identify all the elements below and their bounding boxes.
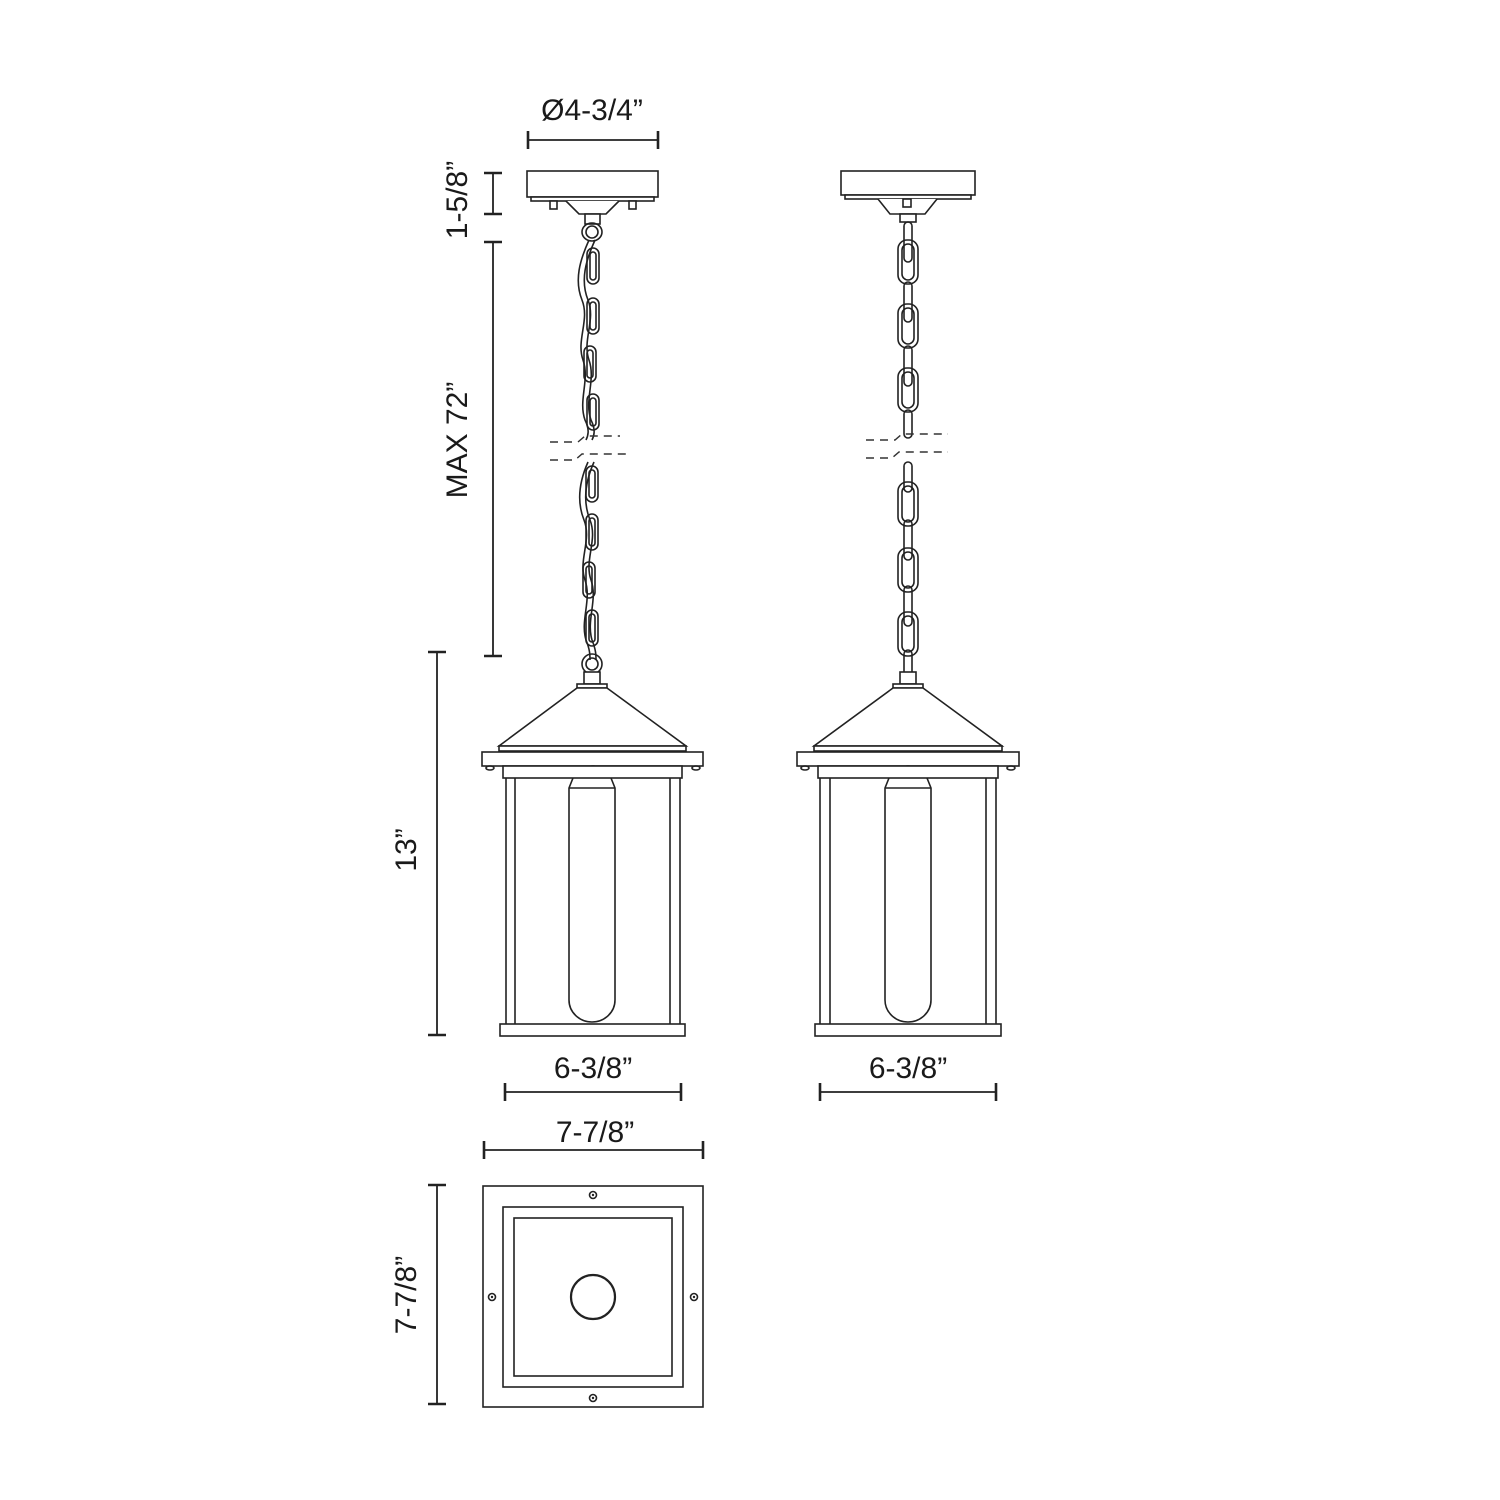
- canopy-diameter-label: Ø4-3/4”: [541, 94, 643, 127]
- front-view: [481, 170, 704, 1037]
- canopy-diameter-dimension: Ø4-3/4”: [526, 94, 660, 149]
- fixture-height-dimension: 13”: [390, 650, 446, 1037]
- chain: [866, 221, 948, 677]
- canopy: [840, 170, 976, 223]
- tube-bulb: [884, 777, 932, 1023]
- hood: [796, 671, 1020, 779]
- hood: [481, 671, 704, 779]
- top-depth-label: 7-7/8”: [390, 1256, 423, 1334]
- chain-length-label: MAX 72”: [441, 382, 474, 499]
- side-width-label: 6-3/8”: [869, 1052, 947, 1085]
- chain: [550, 239, 628, 675]
- screws: [487, 1190, 699, 1403]
- glass-cage: [814, 778, 1002, 1037]
- bottom-view: [482, 1185, 704, 1408]
- canopy-height-dimension: 1-5/8”: [441, 161, 502, 239]
- top-depth-dimension: 7-7/8”: [390, 1183, 446, 1406]
- tube-bulb: [568, 777, 616, 1023]
- glass-cage: [499, 778, 686, 1037]
- front-width-dimension: 6-3/8”: [503, 1052, 683, 1101]
- canopy-height-label: 1-5/8”: [441, 161, 474, 239]
- chain-length-dimension: MAX 72”: [441, 240, 502, 658]
- front-width-label: 6-3/8”: [554, 1052, 632, 1085]
- fixture-height-label: 13”: [390, 828, 423, 871]
- canopy: [526, 170, 659, 242]
- top-width-label: 7-7/8”: [556, 1116, 634, 1149]
- side-width-dimension: 6-3/8”: [818, 1052, 998, 1101]
- side-view: [796, 170, 1020, 1037]
- top-width-dimension: 7-7/8”: [482, 1116, 705, 1159]
